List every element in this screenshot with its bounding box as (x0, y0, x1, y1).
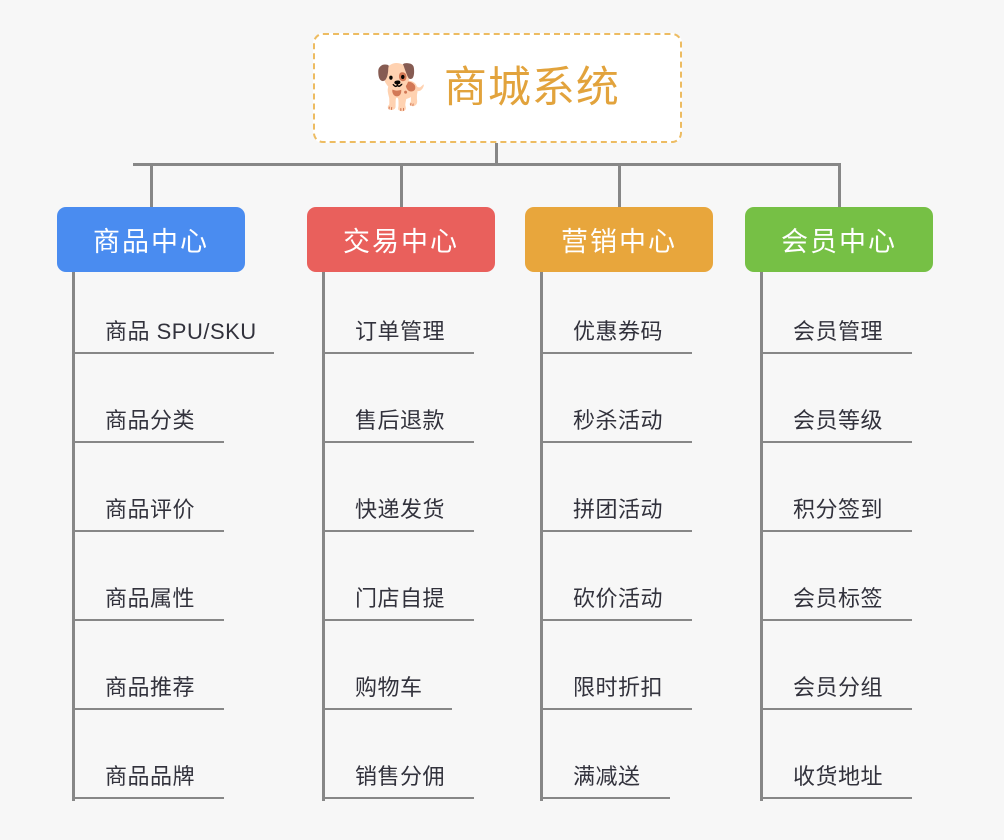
category-box-trade-center[interactable]: 交易中心 (307, 207, 495, 272)
leaf-label: 快递发货 (355, 497, 446, 522)
leaf-label: 会员等级 (793, 408, 884, 433)
leaf-item[interactable]: 商品分类 (72, 354, 234, 443)
leaf-label: 拼团活动 (573, 497, 664, 522)
leaf-underline (760, 441, 912, 443)
leaf-label: 订单管理 (355, 319, 446, 344)
leaf-item[interactable]: 商品评价 (72, 443, 234, 532)
leaf-item[interactable]: 会员管理 (760, 265, 922, 354)
leaf-label: 商品品牌 (105, 764, 196, 789)
leaf-stem-marketing-center (540, 272, 543, 801)
leaf-item[interactable]: 拼团活动 (540, 443, 702, 532)
root-node[interactable]: 🐕 商城系统 (313, 33, 682, 143)
leaf-label: 砍价活动 (573, 586, 664, 611)
connector-category-vertical (837, 163, 841, 208)
root-title: 商城系统 (443, 63, 620, 112)
leaf-item[interactable]: 商品属性 (72, 532, 234, 621)
connector-horizontal-bus (133, 163, 839, 166)
leaf-item[interactable]: 会员分组 (760, 621, 922, 710)
leaf-underline (72, 619, 224, 621)
category-label: 商品中心 (93, 227, 209, 257)
leaf-item[interactable]: 限时折扣 (540, 621, 702, 710)
leaf-item[interactable]: 销售分佣 (322, 710, 484, 799)
leaf-underline (540, 619, 692, 621)
leaf-stem-trade-center (322, 272, 325, 801)
leaf-item[interactable]: 砍价活动 (540, 532, 702, 621)
category-label: 营销中心 (561, 227, 677, 257)
connector-category-vertical (399, 163, 403, 208)
leaf-underline (322, 441, 474, 443)
leaf-underline (72, 530, 224, 532)
leaf-underline (72, 797, 224, 799)
leaf-underline (540, 530, 692, 532)
leaf-label: 会员分组 (793, 675, 884, 700)
leaf-underline (72, 441, 224, 443)
leaf-label: 秒杀活动 (573, 408, 664, 433)
leaf-item[interactable]: 订单管理 (322, 265, 484, 354)
category-label: 会员中心 (781, 227, 897, 257)
leaf-label: 商品评价 (105, 497, 196, 522)
leaf-item[interactable]: 门店自提 (322, 532, 484, 621)
leaf-label: 满减送 (573, 764, 641, 789)
leaf-underline (540, 797, 670, 799)
leaf-underline (760, 530, 912, 532)
leaf-label: 商品 SPU/SKU (105, 319, 257, 344)
leaf-item[interactable]: 满减送 (540, 710, 680, 799)
leaf-label: 优惠券码 (573, 319, 664, 344)
leaf-item[interactable]: 秒杀活动 (540, 354, 702, 443)
category-box-member-center[interactable]: 会员中心 (745, 207, 933, 272)
connector-root-vertical (495, 143, 498, 165)
leaf-item[interactable]: 商品推荐 (72, 621, 234, 710)
leaf-underline (540, 441, 692, 443)
leaf-underline (322, 797, 474, 799)
leaf-item[interactable]: 收货地址 (760, 710, 922, 799)
category-box-marketing-center[interactable]: 营销中心 (525, 207, 713, 272)
leaf-item[interactable]: 会员标签 (760, 532, 922, 621)
leaf-item[interactable]: 售后退款 (322, 354, 484, 443)
leaf-underline (72, 708, 224, 710)
leaf-underline (322, 352, 474, 354)
leaf-underline (540, 352, 692, 354)
leaf-underline (322, 619, 474, 621)
leaf-label: 售后退款 (355, 408, 446, 433)
leaf-label: 会员标签 (793, 586, 884, 611)
category-label: 交易中心 (343, 227, 459, 257)
leaf-label: 商品分类 (105, 408, 196, 433)
leaf-label: 购物车 (355, 675, 423, 700)
connector-category-vertical (149, 163, 153, 208)
leaf-underline (760, 619, 912, 621)
leaf-label: 积分签到 (793, 497, 884, 522)
leaf-underline (540, 708, 692, 710)
leaf-item[interactable]: 会员等级 (760, 354, 922, 443)
shiba-dog-face-icon: 🐕 (375, 63, 430, 112)
leaf-label: 限时折扣 (573, 675, 664, 700)
leaf-underline (322, 708, 452, 710)
leaf-label: 商品属性 (105, 586, 196, 611)
leaf-label: 门店自提 (355, 586, 446, 611)
leaf-stem-member-center (760, 272, 763, 801)
leaf-item[interactable]: 优惠券码 (540, 265, 702, 354)
leaf-underline (322, 530, 474, 532)
leaf-item[interactable]: 商品 SPU/SKU (72, 265, 284, 354)
leaf-item[interactable]: 商品品牌 (72, 710, 234, 799)
leaf-underline (760, 352, 912, 354)
leaf-label: 会员管理 (793, 319, 884, 344)
leaf-underline (72, 352, 274, 354)
leaf-label: 收货地址 (793, 764, 884, 789)
leaf-label: 销售分佣 (355, 764, 446, 789)
leaf-stem-product-center (72, 272, 75, 801)
leaf-item[interactable]: 积分签到 (760, 443, 922, 532)
leaf-underline (760, 797, 912, 799)
leaf-item[interactable]: 购物车 (322, 621, 462, 710)
leaf-label: 商品推荐 (105, 675, 196, 700)
connector-category-vertical (617, 163, 621, 208)
category-box-product-center[interactable]: 商品中心 (57, 207, 245, 272)
leaf-item[interactable]: 快递发货 (322, 443, 484, 532)
leaf-underline (760, 708, 912, 710)
